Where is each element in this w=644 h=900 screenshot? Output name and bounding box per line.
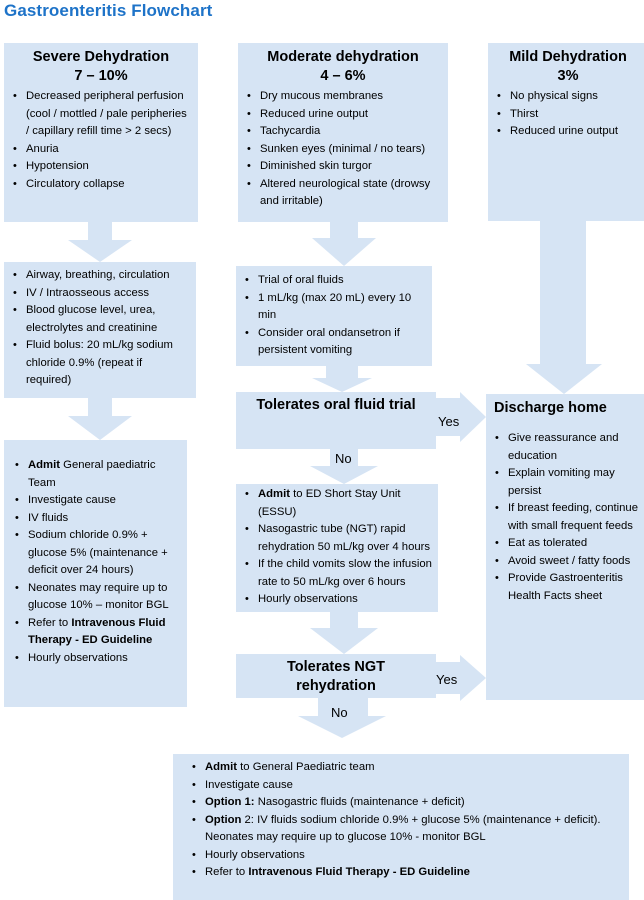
arrow-resus-to-admit bbox=[68, 398, 132, 440]
list-item: Admit to General Paediatric team bbox=[191, 759, 619, 777]
list-item: Explain vomiting may persist bbox=[494, 465, 640, 500]
decision-ngt: Tolerates NGT rehydration bbox=[236, 654, 436, 698]
decision-ngt-label: Tolerates NGT rehydration bbox=[286, 659, 386, 694]
list-item: Eat as tolerated bbox=[494, 535, 640, 553]
list-item: IV / Intraosseous access bbox=[12, 285, 188, 303]
discharge-heading: Discharge home bbox=[494, 400, 607, 416]
list-item: Provide Gastroenteritis Health Facts she… bbox=[494, 570, 640, 605]
list-item: Anuria bbox=[12, 141, 190, 159]
list-item: Hypotension bbox=[12, 158, 190, 176]
list-item: If the child vomits slow the infusion ra… bbox=[244, 556, 432, 591]
list-item: Hourly observations bbox=[191, 847, 619, 865]
list-item: Blood glucose level, urea, electrolytes … bbox=[12, 302, 188, 337]
page-title: Gastroenteritis Flowchart bbox=[4, 1, 213, 20]
decision-ngt-no-label: No bbox=[331, 705, 348, 720]
arrow-moderate-to-oral bbox=[312, 222, 376, 266]
decision-ngt-yes-label: Yes bbox=[436, 672, 458, 687]
severe-admit-list: Admit General paediatric Team Investigat… bbox=[14, 457, 179, 667]
moderate-range: 4 – 6% bbox=[320, 68, 366, 84]
decision-oral-trial-yes-label: Yes bbox=[438, 414, 460, 429]
decision-oral-trial: Tolerates oral fluid trial bbox=[236, 392, 436, 449]
list-item: Hourly observations bbox=[14, 650, 179, 668]
list-item: Altered neurological state (drowsy and i… bbox=[246, 176, 440, 211]
list-item: Admit to ED Short Stay Unit (ESSU) bbox=[244, 486, 432, 521]
discharge-home-box: Discharge home Give reassurance and educ… bbox=[486, 394, 644, 700]
list-item: Option 1: Nasogastric fluids (maintenanc… bbox=[191, 794, 619, 812]
list-item: Dry mucous membranes bbox=[246, 88, 440, 106]
arrow-decision2-yes bbox=[436, 655, 486, 701]
list-item: Reduced urine output bbox=[246, 106, 440, 124]
mild-range: 3% bbox=[557, 68, 579, 84]
list-item: Sunken eyes (minimal / no tears) bbox=[246, 141, 440, 159]
mild-heading: Mild Dehydration bbox=[509, 49, 627, 65]
list-item: Investigate cause bbox=[14, 492, 179, 510]
list-item: IV fluids bbox=[14, 510, 179, 528]
list-item: Trial of oral fluids bbox=[244, 272, 424, 290]
list-item: Nasogastric tube (NGT) rapid rehydration… bbox=[244, 521, 432, 556]
final-admit-list: Admit to General Paediatric team Investi… bbox=[191, 759, 619, 882]
severe-dehydration-box: Severe Dehydration 7 – 10% Decreased per… bbox=[4, 43, 198, 222]
severe-range: 7 – 10% bbox=[74, 68, 128, 84]
arrow-severe-to-resus bbox=[68, 222, 132, 262]
oral-fluids-list: Trial of oral fluids 1 mL/kg (max 20 mL)… bbox=[244, 272, 424, 360]
mild-dehydration-box: Mild Dehydration 3% No physical signs Th… bbox=[488, 43, 644, 221]
decision-oral-trial-label: Tolerates oral fluid trial bbox=[256, 397, 416, 413]
list-item: Consider oral ondansetron if persistent … bbox=[244, 325, 424, 360]
list-item: Hourly observations bbox=[244, 591, 432, 609]
arrow-mild-to-discharge bbox=[526, 221, 602, 394]
essu-box: Admit to ED Short Stay Unit (ESSU) Nasog… bbox=[236, 484, 438, 612]
list-item: Thirst bbox=[496, 106, 640, 124]
list-item: Airway, breathing, circulation bbox=[12, 267, 188, 285]
list-item: If breast feeding, continue with small f… bbox=[494, 500, 640, 535]
moderate-heading: Moderate dehydration bbox=[267, 49, 419, 65]
mild-signs-list: No physical signs Thirst Reduced urine o… bbox=[496, 88, 640, 141]
list-item: Neonates may require up to glucose 10% –… bbox=[14, 580, 179, 615]
arrow-essu-to-decision2 bbox=[310, 612, 378, 654]
list-item: Diminished skin turgor bbox=[246, 158, 440, 176]
resuscitation-box: Airway, breathing, circulation IV / Intr… bbox=[4, 262, 196, 398]
list-item: Investigate cause bbox=[191, 777, 619, 795]
list-item: Sodium chloride 0.9% + glucose 5% (maint… bbox=[14, 527, 179, 580]
moderate-dehydration-box: Moderate dehydration 4 – 6% Dry mucous m… bbox=[238, 43, 448, 222]
list-item: Option 2: IV fluids sodium chloride 0.9%… bbox=[191, 812, 619, 847]
list-item: Avoid sweet / fatty foods bbox=[494, 553, 640, 571]
list-item: Refer to Intravenous Fluid Therapy - ED … bbox=[191, 864, 619, 882]
list-item: Decreased peripheral perfusion (cool / m… bbox=[12, 88, 190, 141]
severe-heading: Severe Dehydration bbox=[32, 49, 170, 65]
arrow-oral-to-decision1 bbox=[312, 366, 372, 392]
essu-list: Admit to ED Short Stay Unit (ESSU) Nasog… bbox=[244, 486, 432, 609]
severe-signs-list: Decreased peripheral perfusion (cool / m… bbox=[12, 88, 190, 193]
list-item: 1 mL/kg (max 20 mL) every 10 min bbox=[244, 290, 424, 325]
list-item: Fluid bolus: 20 mL/kg sodium chloride 0.… bbox=[12, 337, 188, 390]
list-item: Admit General paediatric Team bbox=[14, 457, 179, 492]
list-item: Circulatory collapse bbox=[12, 176, 190, 194]
resus-list: Airway, breathing, circulation IV / Intr… bbox=[12, 267, 188, 390]
list-item: Refer to Intravenous Fluid Therapy - ED … bbox=[14, 615, 179, 650]
severe-admit-box: Admit General paediatric Team Investigat… bbox=[4, 440, 187, 707]
arrow-decision1-yes bbox=[436, 392, 486, 442]
list-item: No physical signs bbox=[496, 88, 640, 106]
list-item: Tachycardia bbox=[246, 123, 440, 141]
moderate-signs-list: Dry mucous membranes Reduced urine outpu… bbox=[246, 88, 440, 211]
arrow-decision1-no bbox=[310, 449, 378, 484]
discharge-list: Give reassurance and education Explain v… bbox=[494, 430, 640, 605]
decision-oral-trial-no-label: No bbox=[335, 451, 352, 466]
list-item: Reduced urine output bbox=[496, 123, 640, 141]
oral-fluids-box: Trial of oral fluids 1 mL/kg (max 20 mL)… bbox=[236, 266, 432, 366]
list-item: Give reassurance and education bbox=[494, 430, 640, 465]
final-admit-box: Admit to General Paediatric team Investi… bbox=[173, 754, 629, 900]
arrow-decision2-no bbox=[298, 698, 386, 738]
